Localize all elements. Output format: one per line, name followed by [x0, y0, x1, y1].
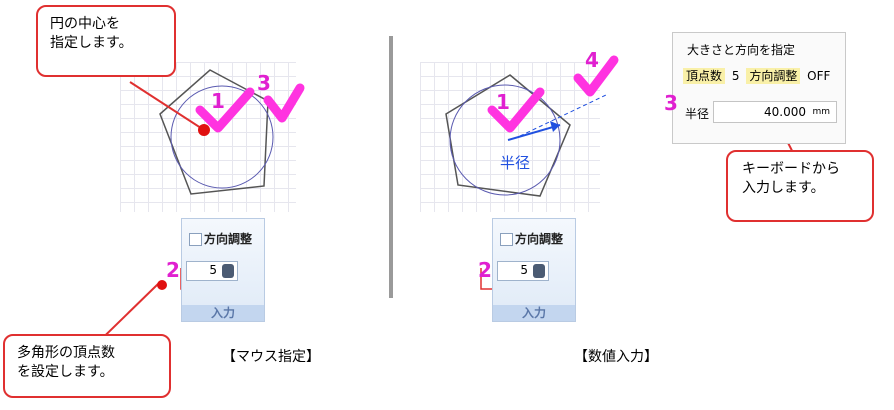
left-dot-bottom [157, 280, 167, 290]
divider [389, 36, 393, 298]
direction-label: 方向調整 [746, 68, 801, 84]
check-1-left [195, 87, 255, 133]
radius-arrow-icon [550, 121, 560, 132]
check-1-right [487, 87, 545, 133]
callout-vertices: 多角形の頂点数 を設定します。 [3, 334, 171, 398]
step-2-right: 2 [478, 258, 492, 282]
step-3-right: 3 [664, 91, 678, 115]
left-circle [170, 85, 274, 189]
check-3-left [263, 83, 305, 123]
vertex-value-right: 5 [520, 263, 528, 277]
direction-value: OFF [807, 69, 831, 83]
radius-input[interactable]: 40.000 mm [713, 101, 837, 123]
step-3-left: 3 [257, 71, 271, 95]
direction-label-right: 方向調整 [515, 232, 564, 246]
input-panel-right: 方向調整 5 入力 [492, 218, 576, 322]
right-circle [449, 84, 561, 196]
radius-line [507, 124, 561, 141]
left-leader-line [129, 81, 205, 131]
spec-row-vertex: 頂点数 5 方向調整 OFF [683, 67, 830, 84]
callout-center: 円の中心を 指定します。 [36, 5, 176, 77]
radius-label-canvas: 半径 [500, 154, 531, 172]
vertex-spinner-right[interactable]: 5 [497, 261, 549, 281]
direction-label-left: 方向調整 [204, 232, 253, 246]
caption-mouse: 【マウス指定】 [222, 349, 320, 365]
panel-footer-left: 入力 [182, 305, 264, 321]
step-4-right: 4 [585, 48, 599, 72]
callout-keyboard: キーボードから 入力します。 [726, 150, 874, 222]
spec-title: 大きさと方向を指定 [687, 43, 796, 57]
caption-numeric: 【数値入力】 [574, 349, 658, 365]
input-panel-left: 方向調整 5 入力 [181, 218, 265, 322]
direction-checkbox-right[interactable] [500, 233, 513, 246]
radius-label: 半径 [685, 107, 710, 121]
check-4-right [573, 55, 619, 97]
spinner-arrows-icon[interactable] [222, 264, 234, 278]
vertex-value-left: 5 [209, 263, 217, 277]
step-1-left: 1 [211, 89, 225, 113]
direction-checkbox-left[interactable] [189, 233, 202, 246]
step-2-left: 2 [166, 258, 180, 282]
vertex-value: 5 [731, 69, 740, 83]
spinner-arrows-icon[interactable] [533, 264, 545, 278]
radius-value: 40.000 [764, 105, 806, 119]
step-1-right: 1 [496, 90, 510, 114]
panel-footer-right: 入力 [493, 305, 575, 321]
vertex-label: 頂点数 [683, 68, 726, 84]
vertex-spinner-left[interactable]: 5 [186, 261, 238, 281]
direction-line [519, 94, 607, 137]
left-center-dot [198, 124, 210, 136]
spec-panel: 大きさと方向を指定 頂点数 5 方向調整 OFF 半径 40.000 mm [672, 32, 846, 144]
radius-unit: mm [812, 107, 830, 117]
